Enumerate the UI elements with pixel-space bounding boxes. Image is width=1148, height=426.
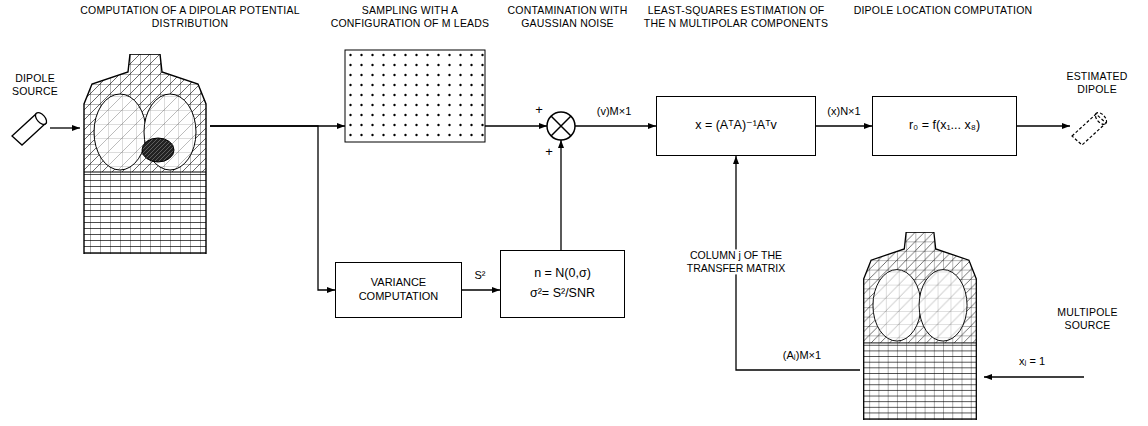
block-heading: DIPOLE LOCATION COMPUTATION (850, 4, 1036, 17)
block-heading: CONTAMINATION WITH GAUSSIAN NOISE (505, 4, 630, 29)
edge-label: S² (473, 269, 488, 282)
formula: r₀ = f(x₁... x₈) (909, 118, 980, 134)
edge-label: (x)N×1 (825, 105, 862, 118)
shape-area (1070, 110, 1110, 144)
process-box: r₀ = f(x₁... x₈) DIPOLE LOCATION COMPUTAT… (850, 4, 1036, 156)
estimated-dipole: ESTIMATED DIPOLE (1050, 70, 1144, 146)
edge-label: COLUMN j OF THE TRANSFER MATRIX (672, 249, 800, 274)
connector (816, 125, 872, 126)
torso-model (84, 54, 206, 254)
connector (1017, 125, 1070, 126)
connector (210, 126, 335, 290)
source-icon: DIPOLE SOURCE (2, 72, 68, 172)
signal-label: xⱼ = 1 (1017, 355, 1047, 368)
multipole-torso-model (864, 232, 977, 420)
connector (560, 140, 561, 250)
summing-junction (547, 112, 575, 140)
box-outline: n = N(0,σ) σ²= S²/SNR (500, 250, 625, 318)
formula: σ²= S²/SNR (530, 286, 595, 302)
block-heading: MULTIPOLE SOURCE (1035, 306, 1140, 331)
input-arrow (984, 376, 1084, 377)
multipole-torso: MULTIPOLE SOURCE (850, 228, 1145, 422)
signal-label: (Aⱼ)M×1 (781, 349, 823, 362)
formula: x = (AᵀA)⁻¹Aᵀv (695, 118, 777, 134)
shape-area (547, 112, 575, 140)
process-box: VARIANCE COMPUTATION (335, 262, 460, 318)
shape-area (10, 112, 50, 144)
heart-dipole-region (142, 138, 174, 162)
estimated-dipole-icon (1072, 111, 1109, 145)
connector (485, 125, 547, 126)
connector (462, 289, 500, 290)
shape-area (345, 50, 485, 142)
shape-area (860, 232, 980, 420)
process-box: n = N(0,σ) σ²= S²/SNR (500, 250, 625, 318)
torso-model: COMPUTATION OF A DIPOLAR POTENTIAL DISTR… (60, 4, 320, 260)
process-box: x = (AᵀA)⁻¹Aᵀv LEAST-SQUARES ESTIMATION O… (638, 4, 834, 156)
edge-label: (v)M×1 (595, 105, 634, 118)
shape-area (80, 54, 210, 254)
block-heading: DIPOLE SOURCE (2, 72, 68, 97)
connector (50, 127, 80, 128)
formula: n = N(0,σ) (534, 266, 591, 282)
sign-label: + (533, 102, 545, 118)
box-label: VARIANCE COMPUTATION (341, 276, 456, 304)
connector (575, 125, 656, 126)
box-outline: VARIANCE COMPUTATION (335, 262, 462, 318)
dipole-icon (12, 111, 49, 145)
lead-grid (345, 50, 485, 142)
sign-label: + (543, 144, 555, 160)
block-heading: ESTIMATED DIPOLE (1050, 70, 1144, 95)
summing-junction: CONTAMINATION WITH GAUSSIAN NOISE (505, 4, 630, 144)
block-heading: SAMPLING WITH A CONFIGURATION OF M LEADS (320, 4, 500, 29)
box-outline: x = (AᵀA)⁻¹Aᵀv (656, 96, 816, 156)
block-heading: LEAST-SQUARES ESTIMATION OF THE N MULTIP… (638, 4, 834, 29)
lead-grid: SAMPLING WITH A CONFIGURATION OF M LEADS (320, 4, 500, 144)
block-heading: COMPUTATION OF A DIPOLAR POTENTIAL DISTR… (60, 4, 320, 29)
box-outline: r₀ = f(x₁... x₈) (872, 96, 1017, 156)
